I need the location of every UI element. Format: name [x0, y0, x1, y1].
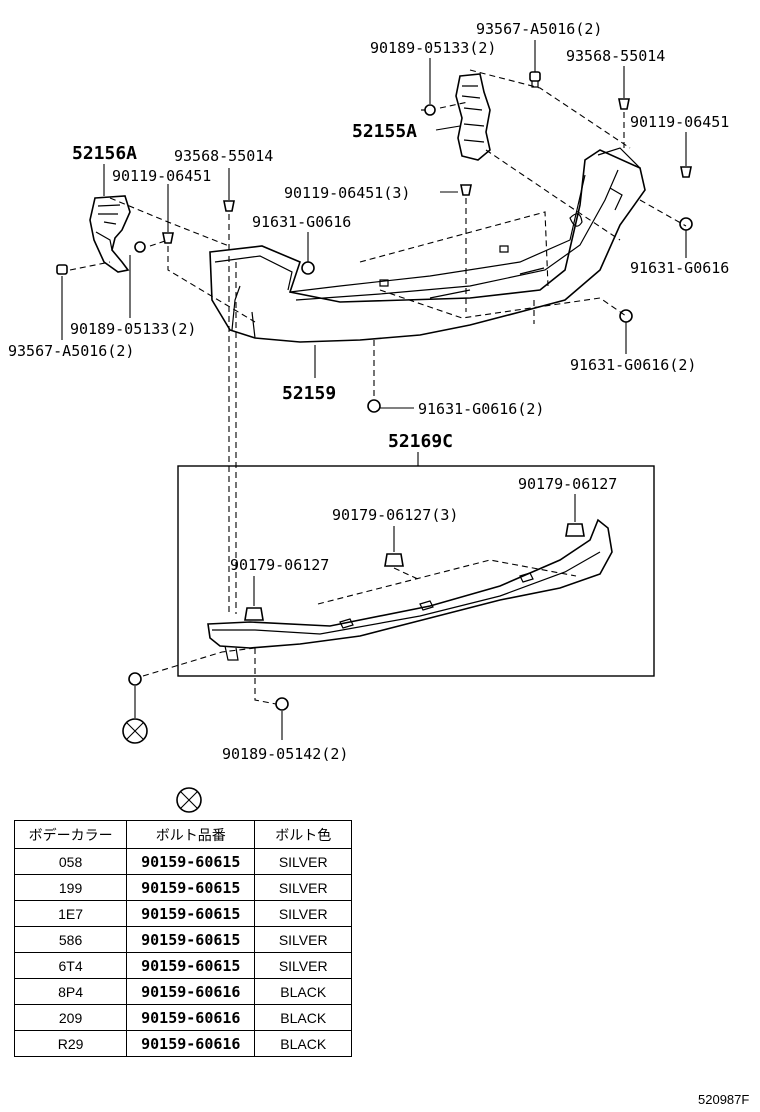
cell-bolt-color: SILVER: [254, 900, 352, 927]
side-retainer-52155A[interactable]: [455, 73, 491, 161]
nut-clip-icon: [565, 523, 585, 537]
label-93567-top: 93567-A5016(2): [476, 20, 602, 38]
screw-icon: [162, 232, 174, 244]
lower-spoiler-52169C[interactable]: [207, 518, 613, 661]
bolt-color-table: ボデーカラー ボルト品番 ボルト色 058 90159-60615 SILVER…: [13, 820, 352, 1057]
label-91631-bottom: 91631-G0616(2): [418, 400, 544, 418]
part-labels: 93567-A5016(2) 90189-05133(2) 93568-5501…: [8, 20, 729, 763]
leader-lines: [61, 40, 687, 740]
label-93568-left: 93568-55014: [174, 147, 273, 165]
side-retainer-52156A[interactable]: [89, 195, 131, 273]
cell-bolt-color: BLACK: [254, 1030, 352, 1057]
cell-bolt-color: SILVER: [254, 848, 352, 875]
label-91631-lower-right: 91631-G0616(2): [570, 356, 696, 374]
lower-spoiler-group-frame: [177, 465, 655, 677]
circled-x-icon: [176, 787, 202, 813]
table-header-row: ボデーカラー ボルト品番 ボルト色: [13, 820, 352, 849]
cell-body-color: 6T4: [13, 952, 128, 979]
bolt-icon: [679, 217, 693, 231]
label-52169C: 52169C: [388, 431, 453, 452]
screw-icon: [460, 184, 472, 196]
label-90189-bottom: 90189-05142(2): [222, 745, 348, 763]
cell-body-color: 1E7: [13, 900, 128, 927]
fastener-icons: [56, 71, 693, 711]
label-91631-right: 91631-G0616: [630, 259, 729, 277]
nut-clip-icon: [384, 553, 404, 567]
screw-icon: [134, 241, 146, 253]
cell-bolt-part: 90159-60615: [126, 952, 256, 979]
table-row: 1E7 90159-60615 SILVER: [13, 900, 352, 927]
cell-bolt-color: BLACK: [254, 1004, 352, 1031]
screw-icon: [680, 166, 692, 178]
cell-bolt-part: 90159-60616: [126, 978, 256, 1005]
clip-icon: [529, 71, 541, 88]
cell-bolt-part: 90159-60616: [126, 1004, 256, 1031]
bolt-icon: [301, 261, 315, 275]
label-90119-left: 90119-06451: [112, 167, 211, 185]
header-bolt-color: ボルト色: [254, 820, 352, 849]
header-bolt-part-number: ボルト品番: [126, 820, 256, 849]
header-body-color: ボデーカラー: [13, 820, 128, 849]
label-90179-right: 90179-06127: [518, 475, 617, 493]
label-90179-left: 90179-06127: [230, 556, 329, 574]
table-row: R29 90159-60616 BLACK: [13, 1030, 352, 1057]
label-91631-center: 91631-G0616: [252, 213, 351, 231]
label-90119-right: 90119-06451: [630, 113, 729, 131]
cell-body-color: 209: [13, 1004, 128, 1031]
bolt-icon: [619, 309, 633, 323]
screw-icon: [618, 98, 630, 110]
nut-clip-icon: [244, 607, 264, 621]
cell-body-color: 199: [13, 874, 128, 901]
cell-body-color: 8P4: [13, 978, 128, 1005]
bolt-icon: [128, 672, 142, 686]
cell-bolt-part: 90159-60615: [126, 874, 256, 901]
label-93568-right: 93568-55014: [566, 47, 665, 65]
cell-body-color: R29: [13, 1030, 128, 1057]
table-row: 199 90159-60615 SILVER: [13, 874, 352, 901]
cell-body-color: 058: [13, 848, 128, 875]
table-row: 8P4 90159-60616 BLACK: [13, 978, 352, 1005]
circled-x-icon: [122, 718, 148, 744]
cell-bolt-color: SILVER: [254, 952, 352, 979]
label-52155A: 52155A: [352, 121, 417, 142]
table-row: 586 90159-60615 SILVER: [13, 926, 352, 953]
label-90189-left: 90189-05133(2): [70, 320, 196, 338]
assembly-dash-lines: [69, 69, 687, 705]
bolt-icon: [367, 399, 381, 413]
cell-bolt-part: 90159-60615: [126, 900, 256, 927]
label-90119-center: 90119-06451(3): [284, 184, 410, 202]
diagram-code: 520987F: [698, 1092, 750, 1107]
cell-bolt-color: SILVER: [254, 874, 352, 901]
table-row: 6T4 90159-60615 SILVER: [13, 952, 352, 979]
screw-icon: [421, 104, 436, 116]
table-row: 058 90159-60615 SILVER: [13, 848, 352, 875]
bolt-icon: [275, 697, 289, 711]
label-90189-top: 90189-05133(2): [370, 39, 496, 57]
cell-bolt-part: 90159-60616: [126, 1030, 256, 1057]
table-row: 209 90159-60616 BLACK: [13, 1004, 352, 1031]
cell-bolt-part: 90159-60615: [126, 848, 256, 875]
cell-bolt-color: SILVER: [254, 926, 352, 953]
label-90179-center: 90179-06127(3): [332, 506, 458, 524]
screw-icon: [223, 200, 235, 212]
label-52156A: 52156A: [72, 143, 137, 164]
label-93567-left: 93567-A5016(2): [8, 342, 134, 360]
cell-bolt-color: BLACK: [254, 978, 352, 1005]
cell-bolt-part: 90159-60615: [126, 926, 256, 953]
cell-body-color: 586: [13, 926, 128, 953]
label-52159: 52159: [282, 383, 336, 404]
clip-icon: [56, 264, 68, 275]
bumper-cover-52159[interactable]: [209, 147, 646, 343]
